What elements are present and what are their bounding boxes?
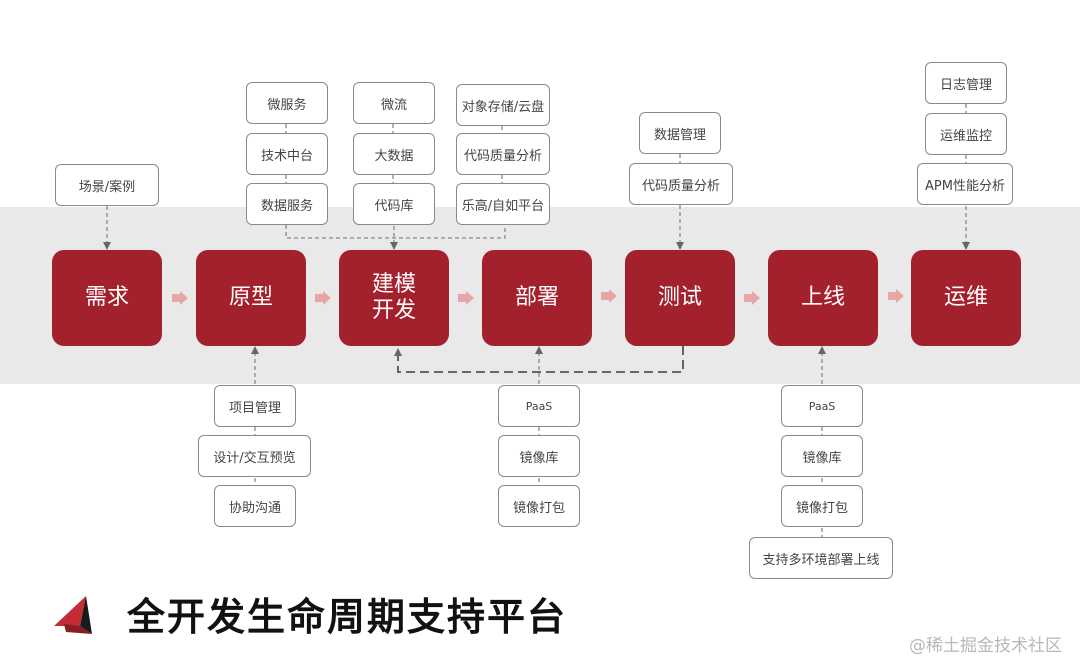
input-tag: 微流 — [353, 82, 435, 124]
stage-testing: 测试 — [625, 250, 735, 346]
input-tag: 代码库 — [353, 183, 435, 225]
stage-demand: 需求 — [52, 250, 162, 346]
stage-label: 原型 — [228, 285, 273, 310]
stage-label: 需求 — [84, 285, 129, 310]
stage-ops: 运维 — [911, 250, 1021, 346]
input-tag: 对象存储/云盘 — [456, 84, 550, 126]
support-tag: 镜像打包 — [498, 485, 580, 527]
flow-arrow-icon — [601, 289, 617, 303]
flow-arrow-icon — [458, 291, 474, 305]
input-tag: 大数据 — [353, 133, 435, 175]
input-tag: 运维监控 — [925, 113, 1007, 155]
input-tag: 乐高/自如平台 — [456, 183, 550, 225]
input-tag: 数据服务 — [246, 183, 328, 225]
stage-label: 建模开发 — [371, 272, 416, 323]
stage-launch: 上线 — [768, 250, 878, 346]
stage-prototype: 原型 — [196, 250, 306, 346]
input-tag: APM性能分析 — [917, 163, 1013, 205]
input-tag: 场景/案例 — [55, 164, 159, 206]
support-tag: 镜像库 — [781, 435, 863, 477]
stage-label: 上线 — [800, 285, 845, 310]
input-tag: 技术中台 — [246, 133, 328, 175]
stage-label: 运维 — [943, 285, 988, 310]
stage-modeling: 建模开发 — [339, 250, 449, 346]
stage-label: 测试 — [657, 285, 702, 310]
logo-icon — [54, 596, 92, 634]
support-tag: PaaS — [781, 385, 863, 427]
input-tag: 代码质量分析 — [629, 163, 733, 205]
page-title: 全开发生命周期支持平台 — [127, 595, 568, 639]
input-tag: 代码质量分析 — [456, 133, 550, 175]
support-tag: 协助沟通 — [214, 485, 296, 527]
support-tag: 镜像库 — [498, 435, 580, 477]
flow-arrow-icon — [888, 289, 904, 303]
input-tag: 微服务 — [246, 82, 328, 124]
input-tag: 日志管理 — [925, 62, 1007, 104]
watermark: @稀土掘金技术社区 — [909, 636, 1062, 656]
support-tag: 设计/交互预览 — [198, 435, 311, 477]
support-tag: PaaS — [498, 385, 580, 427]
support-tag: 项目管理 — [214, 385, 296, 427]
support-tag: 镜像打包 — [781, 485, 863, 527]
support-tag: 支持多环境部署上线 — [749, 537, 893, 579]
stage-label: 部署 — [514, 285, 559, 310]
flow-arrow-icon — [315, 291, 331, 305]
flow-arrow-icon — [172, 291, 188, 305]
flow-arrow-icon — [744, 291, 760, 305]
stage-deploy: 部署 — [482, 250, 592, 346]
input-tag: 数据管理 — [639, 112, 721, 154]
